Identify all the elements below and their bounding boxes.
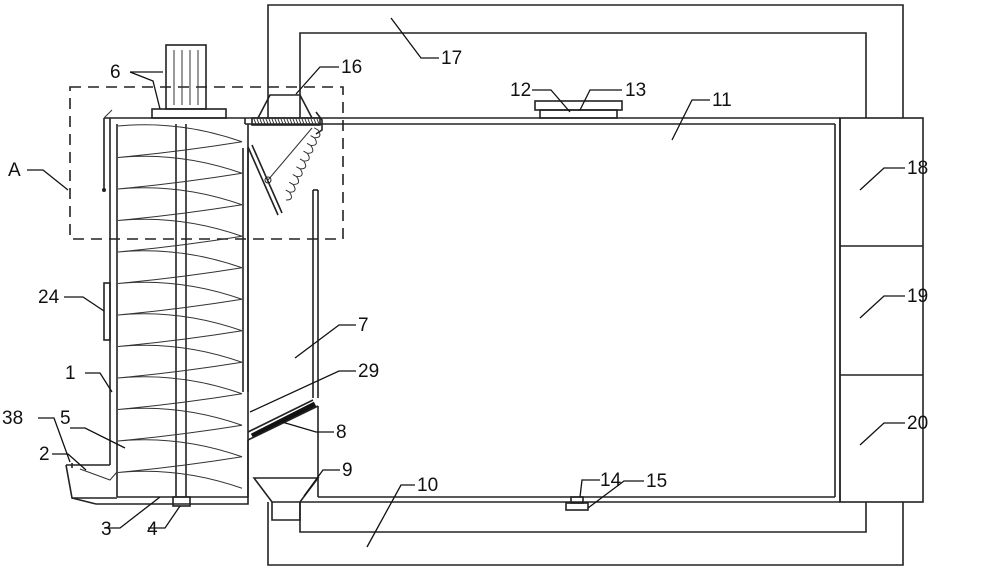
label-4: 4 xyxy=(147,519,158,540)
leader-lines xyxy=(27,17,905,548)
label-1: 1 xyxy=(65,363,76,384)
side-panel xyxy=(103,282,111,341)
label-8: 8 xyxy=(336,422,347,443)
label-6: 6 xyxy=(110,62,121,83)
screw-helix xyxy=(117,124,243,489)
label-10: 10 xyxy=(417,475,438,496)
label-15: 15 xyxy=(646,471,667,492)
feed-inlet xyxy=(247,94,323,216)
label-14: 14 xyxy=(600,470,622,491)
label-7: 7 xyxy=(358,315,369,336)
label-12: 12 xyxy=(510,80,531,101)
label-16: 16 xyxy=(341,57,362,78)
level-rod xyxy=(102,109,113,192)
label-20: 20 xyxy=(907,413,928,434)
label-11: 11 xyxy=(712,90,732,111)
outer-frame xyxy=(267,4,904,566)
label-13: 13 xyxy=(625,80,646,101)
chute xyxy=(247,189,319,497)
control-boxes xyxy=(839,117,924,503)
label-24: 24 xyxy=(38,287,60,308)
outlet xyxy=(65,463,118,505)
label-38: 38 xyxy=(2,408,23,429)
hopper xyxy=(252,477,320,521)
label-29: 29 xyxy=(358,361,379,382)
top-hatch xyxy=(534,100,623,119)
bottom-drain xyxy=(565,496,589,511)
conveyor-housing xyxy=(96,117,249,505)
label-19: 19 xyxy=(907,286,928,307)
label-5: 5 xyxy=(60,408,71,429)
label-2: 2 xyxy=(39,444,50,465)
label-3: 3 xyxy=(101,519,112,540)
label-9: 9 xyxy=(342,460,353,481)
label-a: A xyxy=(8,160,21,181)
part-labels: A 1 2 3 4 5 6 7 8 9 10 11 12 13 14 15 16… xyxy=(2,48,928,540)
label-18: 18 xyxy=(907,158,928,179)
label-17: 17 xyxy=(441,48,462,69)
motor xyxy=(151,44,227,119)
main-chamber xyxy=(245,117,841,503)
